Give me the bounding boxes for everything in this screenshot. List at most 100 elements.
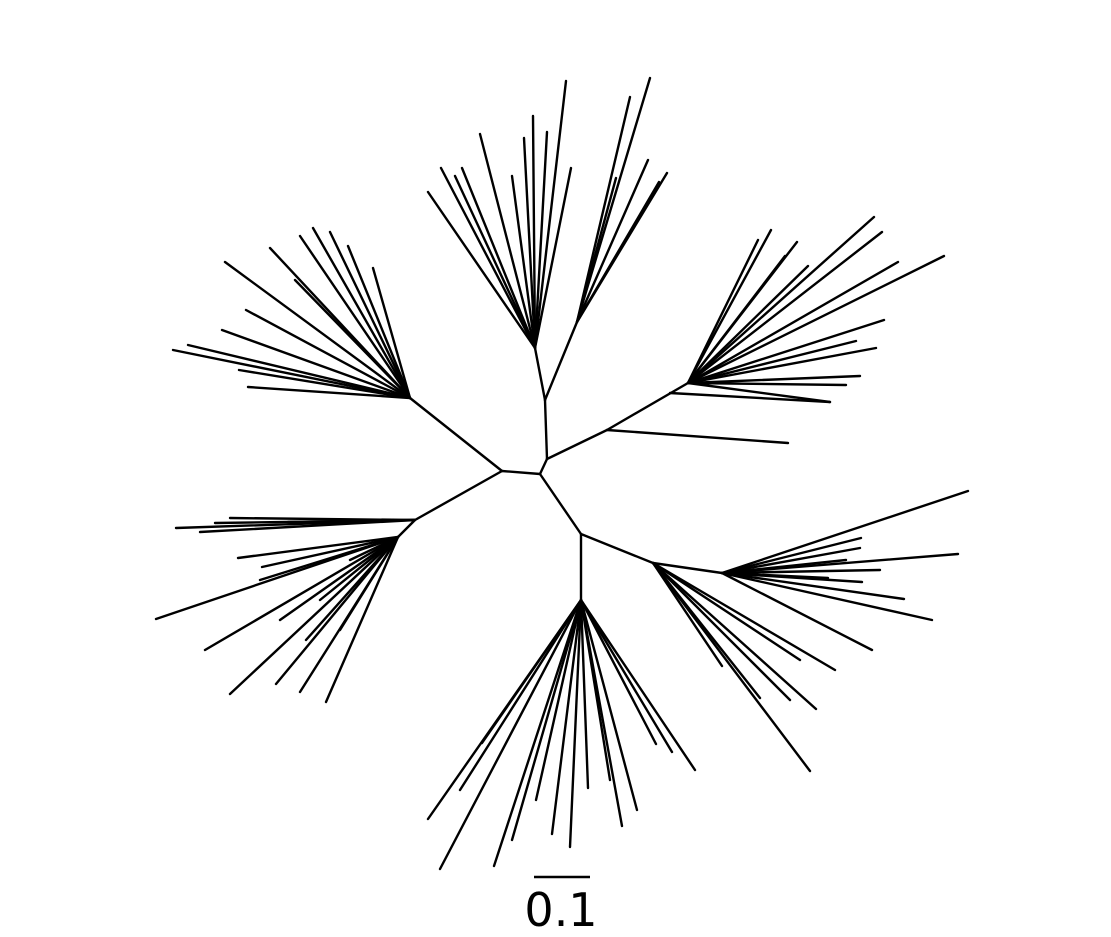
leaf-branch: [686, 381, 848, 387]
leaf-branch: [298, 234, 412, 400]
leaf-branch: [531, 114, 537, 350]
internal-branch: [396, 518, 417, 539]
leaf-branch: [237, 368, 412, 400]
leaf-branch: [686, 339, 858, 385]
scale-bar-label: 0.1: [524, 883, 597, 937]
leaf-branch: [720, 568, 882, 575]
internal-branch: [579, 532, 655, 565]
leaf-branch: [720, 558, 848, 575]
leaf-branch: [575, 158, 650, 324]
leaf-branch: [651, 561, 802, 662]
scale-bar: 0.1: [524, 875, 598, 937]
leaf-branch: [686, 260, 900, 385]
leaf-branch: [579, 598, 639, 812]
leaf-branch: [304, 535, 400, 642]
leaf-branch: [686, 228, 773, 385]
leaf-branch: [579, 598, 612, 782]
internal-branch: [545, 428, 609, 461]
leaf-branch: [686, 215, 876, 385]
leaf-branch: [346, 244, 412, 400]
leaf-branch: [348, 535, 400, 562]
leaf-branch: [510, 598, 583, 842]
leaf-branch: [311, 226, 412, 400]
leaf-branch: [720, 536, 863, 575]
leaf-branch: [668, 391, 832, 404]
leaf-branch: [651, 561, 818, 711]
leaf-branch: [579, 598, 674, 754]
leaf-branch: [686, 374, 862, 385]
leaf-branch: [686, 381, 832, 404]
leaf-branch: [453, 174, 537, 350]
internal-branch: [651, 561, 724, 575]
leaf-branch: [651, 561, 792, 702]
leaf-branch: [492, 598, 583, 868]
leaf-branch: [550, 598, 583, 836]
leaf-branch: [534, 598, 583, 802]
leaf-branch: [720, 571, 830, 580]
leaf-branch: [371, 266, 412, 400]
leaf-branch: [460, 166, 537, 350]
leaf-branch: [338, 535, 400, 632]
leaf-branch: [651, 561, 762, 700]
leaf-branch: [198, 518, 417, 534]
leaf-branch: [426, 598, 583, 821]
leaf-branch: [228, 535, 400, 696]
leaf-branch: [579, 598, 697, 772]
leaf-branch: [686, 346, 878, 385]
internal-branch: [538, 472, 583, 536]
internal-branch: [605, 381, 690, 432]
leaf-branch: [318, 535, 400, 602]
leaf-branch: [533, 130, 549, 350]
leaf-branch: [223, 260, 412, 400]
leaf-branch: [686, 318, 886, 385]
leaf-branch: [328, 230, 412, 400]
internal-branch: [533, 346, 547, 402]
leaf-branch: [260, 535, 400, 569]
leaf-branch: [478, 132, 537, 350]
leaf-branch: [533, 79, 568, 350]
leaf-branch: [605, 428, 790, 445]
tree-branches: [154, 76, 970, 871]
leaf-branch: [236, 535, 400, 560]
leaf-branch: [220, 328, 412, 400]
leaf-branch: [426, 190, 537, 350]
leaf-branch: [686, 254, 946, 385]
leaf-branch: [438, 598, 583, 871]
leaf-branch: [522, 136, 537, 350]
leaf-branch: [686, 230, 884, 385]
leaf-branch: [258, 535, 400, 582]
leaf-branch: [720, 489, 970, 575]
leaf-branch: [278, 535, 400, 622]
leaf-branch: [244, 308, 412, 400]
internal-branch: [543, 320, 579, 402]
leaf-branch: [186, 343, 412, 400]
leaf-branch: [268, 246, 412, 400]
leaf-branch: [510, 174, 537, 350]
leaf-branch: [203, 535, 400, 652]
leaf-branch: [720, 571, 874, 652]
leaf-branch: [324, 535, 400, 704]
leaf-branch: [575, 171, 669, 324]
leaf-branch: [720, 571, 906, 601]
leaf-branch: [720, 571, 934, 622]
leaf-branch: [171, 348, 412, 400]
leaf-branch: [579, 598, 590, 790]
leaf-branch: [575, 95, 632, 324]
internal-branch: [538, 457, 549, 476]
leaf-branch: [579, 598, 658, 746]
leaf-branch: [720, 546, 862, 575]
leaf-branch: [568, 598, 583, 849]
leaf-branch: [246, 385, 412, 400]
leaf-branch: [213, 518, 417, 525]
leaf-branch: [686, 238, 760, 385]
internal-branch: [500, 469, 542, 476]
leaf-branch: [686, 264, 810, 385]
leaf-branch: [533, 166, 573, 350]
leaf-branch: [458, 598, 583, 792]
leaf-branch: [651, 561, 724, 668]
leaf-branch: [575, 176, 618, 324]
internal-branch: [543, 398, 549, 461]
leaf-branch: [439, 166, 537, 350]
internal-branch: [413, 469, 504, 522]
